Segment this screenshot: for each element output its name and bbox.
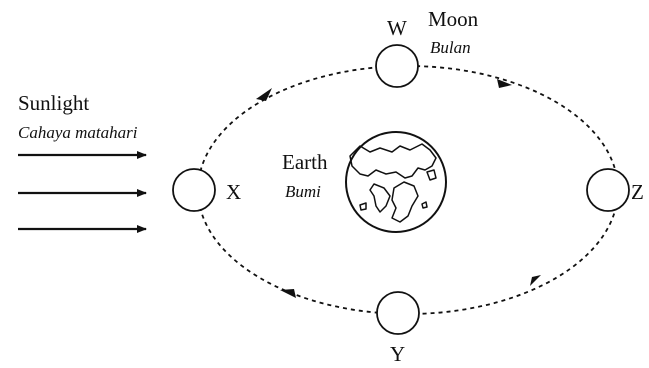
moon-label: Moon bbox=[428, 7, 479, 31]
earth-label-malay: Bumi bbox=[285, 182, 321, 201]
moon-label-malay: Bulan bbox=[430, 38, 471, 57]
moon-circle-y bbox=[376, 291, 420, 335]
position-label-x: X bbox=[226, 180, 242, 204]
earth-globe bbox=[345, 131, 447, 233]
orbit-arrow-top-right bbox=[497, 79, 512, 88]
orbit-arrow-top-left bbox=[256, 88, 272, 101]
moon-circle-w bbox=[375, 44, 419, 88]
position-label-w: W bbox=[387, 16, 407, 40]
orbit-arrow-bottom-right bbox=[530, 275, 541, 286]
position-label-z: Z bbox=[631, 180, 644, 204]
orbit-arrow-bottom-left bbox=[280, 289, 296, 298]
earth-label: Earth bbox=[282, 150, 328, 174]
position-label-y: Y bbox=[390, 342, 406, 366]
sunlight-label-malay: Cahaya matahari bbox=[18, 123, 138, 142]
sunlight-label: Sunlight bbox=[18, 91, 90, 115]
moon-circle-z bbox=[586, 168, 630, 212]
moon-circle-x bbox=[172, 168, 216, 212]
